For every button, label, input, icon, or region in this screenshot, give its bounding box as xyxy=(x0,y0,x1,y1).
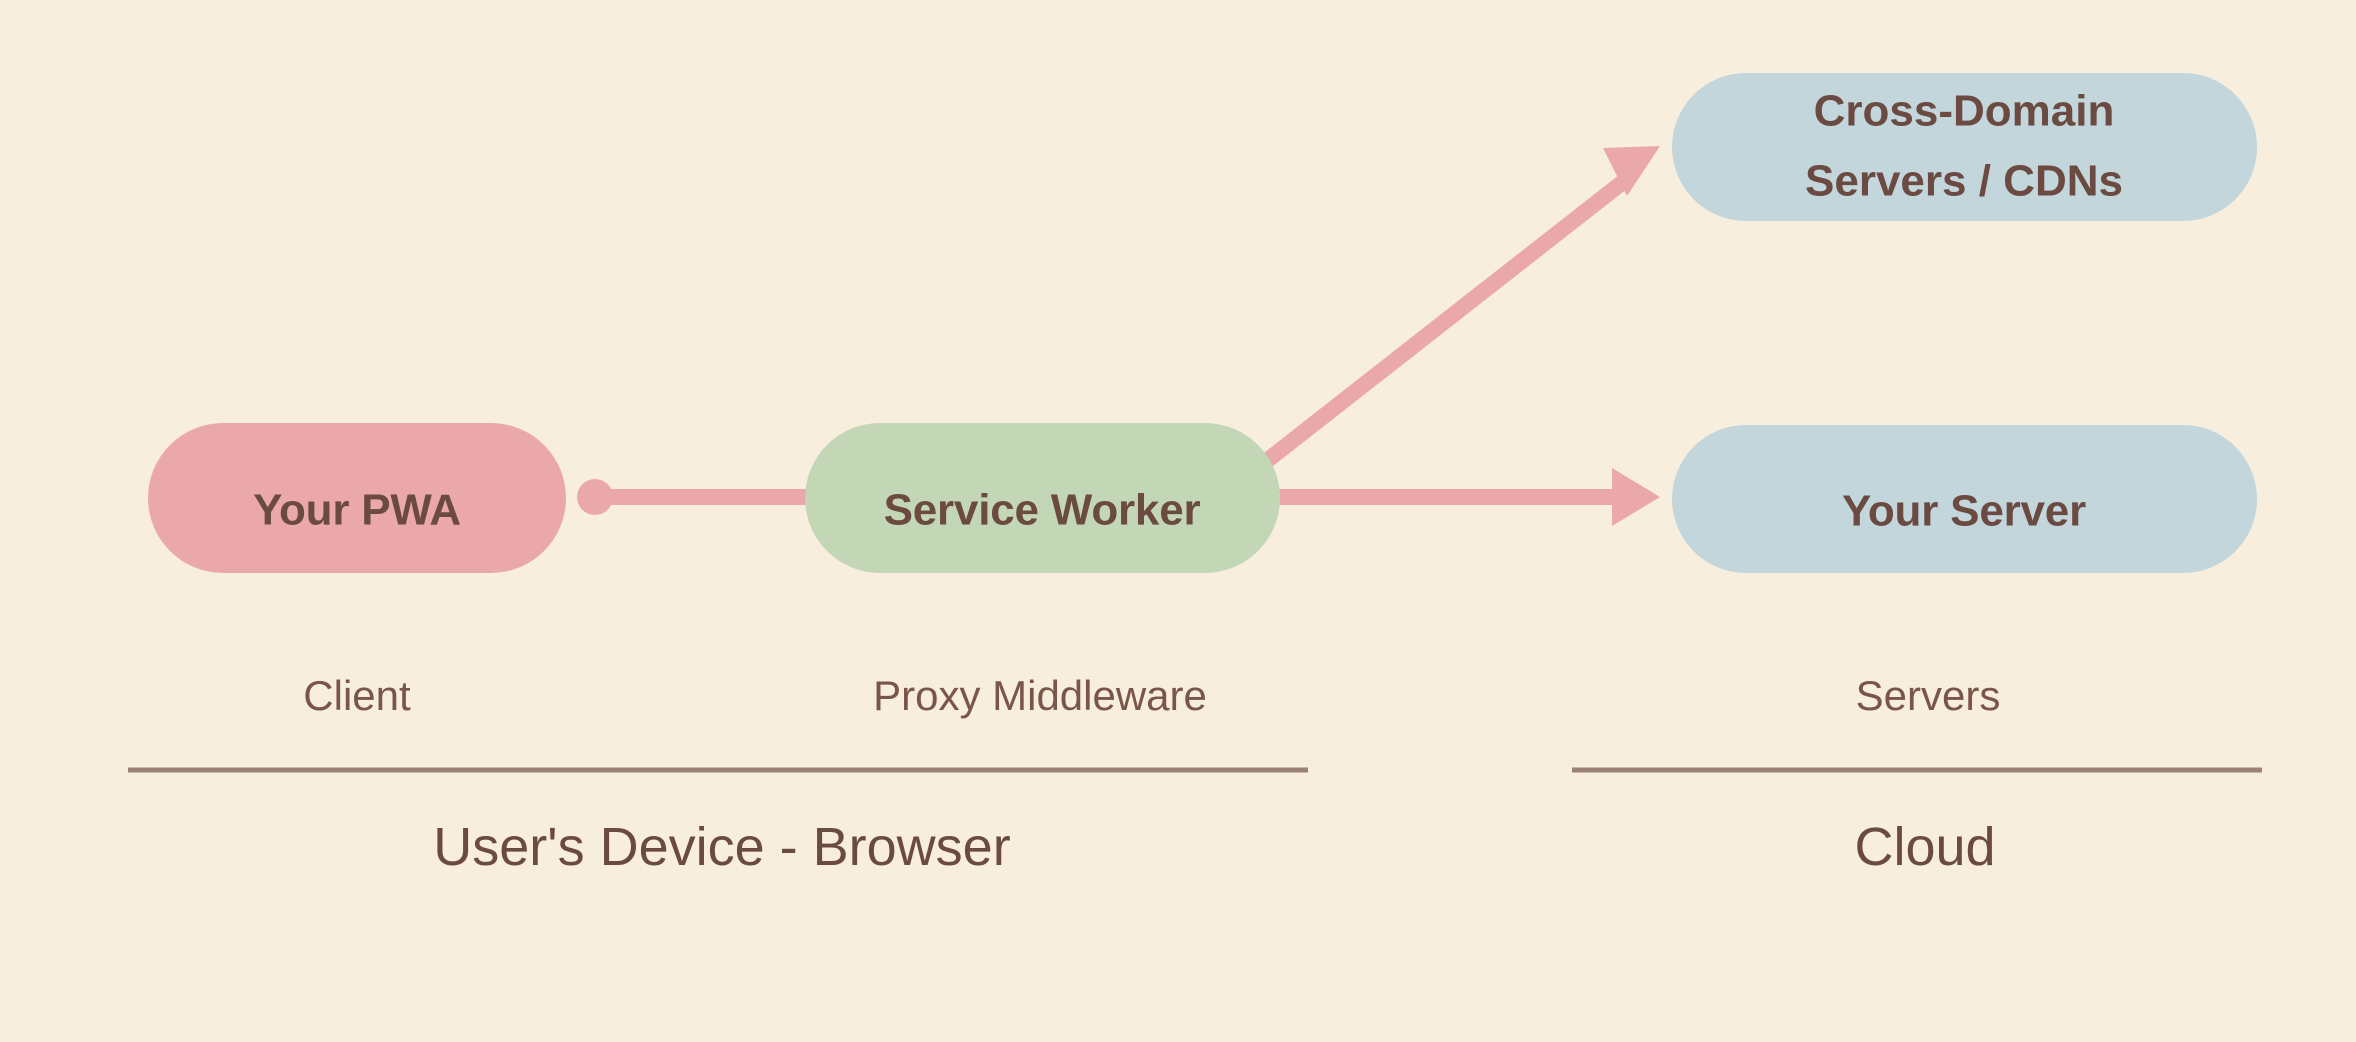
node-cross-domain-servers-label-line1: Cross-Domain xyxy=(1814,87,2115,136)
arrowhead-icon-your-server xyxy=(1612,468,1660,526)
connector-origin-dot xyxy=(577,479,613,515)
zone-label-servers: Servers xyxy=(1856,672,2001,719)
zone-label-client: Client xyxy=(303,672,411,719)
group-label-user-device-browser: User's Device - Browser xyxy=(433,817,1010,877)
connector-line-sw-crossdomain xyxy=(1250,171,1633,477)
node-service-worker-label: Service Worker xyxy=(884,486,1201,535)
node-your-pwa-label: Your PWA xyxy=(253,486,461,535)
node-your-server[interactable]: Your Server xyxy=(1672,425,2257,573)
node-your-pwa[interactable]: Your PWA xyxy=(148,423,566,573)
node-service-worker-shape[interactable] xyxy=(805,423,1280,573)
node-service-worker[interactable]: Service Worker xyxy=(805,423,1280,573)
connector-layer xyxy=(577,146,1660,526)
connector-pwa-to-service-worker xyxy=(577,479,830,515)
node-your-server-shape[interactable] xyxy=(1672,425,2257,573)
zone-label-proxy-middleware: Proxy Middleware xyxy=(873,672,1207,719)
node-your-pwa-shape[interactable] xyxy=(148,423,566,573)
node-cross-domain-servers-shape[interactable] xyxy=(1672,73,2257,221)
node-your-server-label: Your Server xyxy=(1842,487,2086,536)
node-cross-domain-servers-label-line2: Servers / CDNs xyxy=(1805,157,2123,206)
group-label-cloud: Cloud xyxy=(1854,817,1995,877)
connector-service-worker-to-cross-domain xyxy=(1250,146,1660,477)
arrowhead-icon-cross-domain xyxy=(1603,146,1660,196)
connector-service-worker-to-your-server xyxy=(1250,468,1660,526)
node-cross-domain-servers[interactable]: Cross-Domain Servers / CDNs xyxy=(1672,73,2257,221)
